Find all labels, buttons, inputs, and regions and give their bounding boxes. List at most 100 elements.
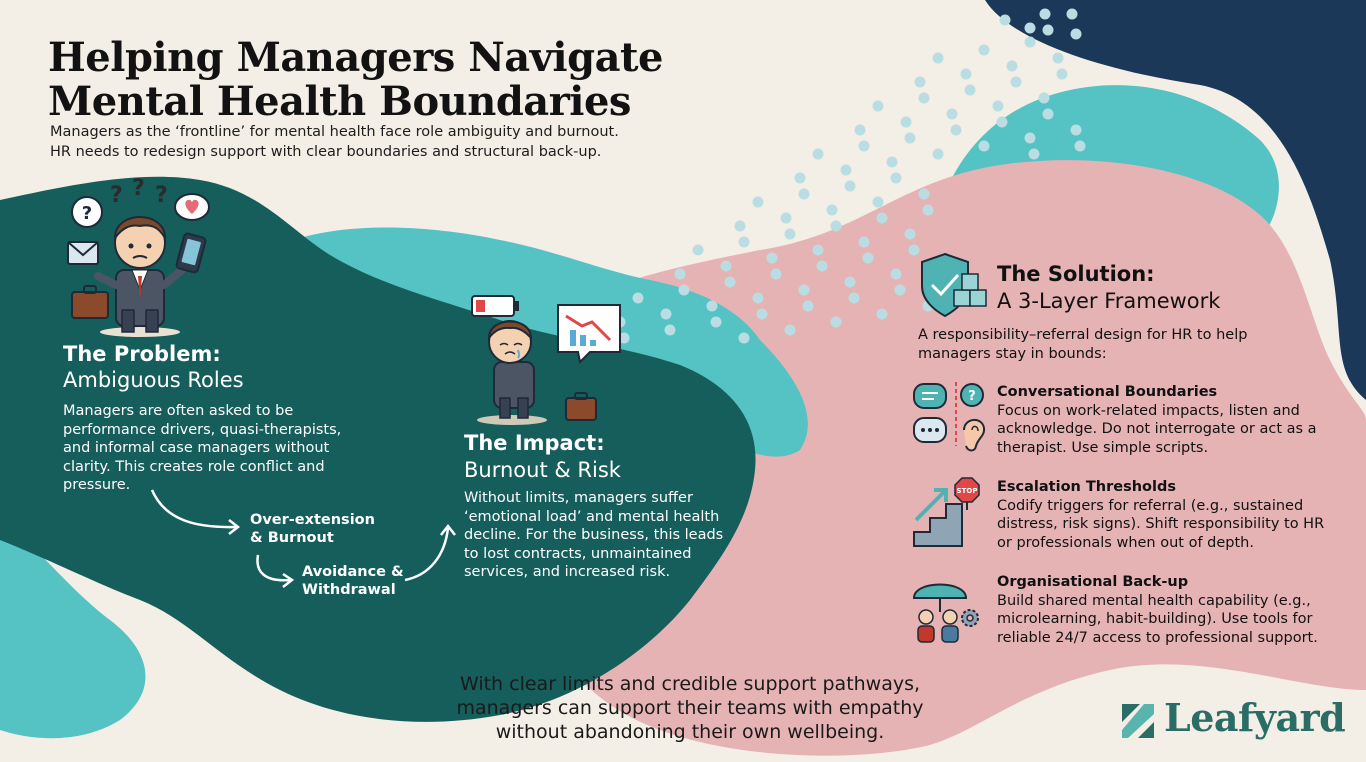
layer-title: Conversational Boundaries — [997, 384, 1218, 400]
decorative-dot — [830, 316, 842, 328]
page-subtitle-line-2: HR needs to redesign support with clear … — [50, 144, 602, 160]
decorative-dot — [932, 52, 944, 64]
decorative-dot — [1039, 8, 1051, 20]
decorative-dot — [858, 236, 870, 248]
flow-step-2-line: Avoidance & — [302, 564, 404, 580]
decorative-dot — [830, 220, 842, 232]
layer-line: microlearning, habit-building). Use tool… — [997, 611, 1313, 627]
solution-subheading: A 3-Layer Framework — [997, 289, 1221, 313]
problem-body: Managers are often asked to be performan… — [63, 402, 353, 495]
layer-line: or professionals when out of depth. — [997, 534, 1254, 551]
impact-line: ‘emotional load’ and mental health — [464, 508, 720, 525]
decorative-dot — [826, 204, 838, 216]
decorative-dot — [840, 164, 852, 176]
decorative-dot — [1010, 76, 1022, 88]
brand-logo: Leafyard — [1120, 695, 1346, 740]
decorative-dot — [674, 268, 686, 280]
solution-intro-line: A responsibility–referral design for HR … — [918, 327, 1248, 343]
question-bubble-icon: ? — [71, 196, 103, 228]
decorative-dot — [964, 84, 976, 96]
decorative-dot — [784, 228, 796, 240]
decorative-dot — [798, 188, 810, 200]
exhausted-manager-illustration — [477, 320, 597, 425]
decorative-dot — [632, 292, 644, 304]
decorative-dot — [724, 276, 736, 288]
decorative-dot — [886, 156, 898, 168]
decorative-dot — [1042, 24, 1054, 36]
declining-chart-icon — [557, 304, 621, 365]
listening-ear-icon — [963, 419, 986, 452]
decorative-dot — [812, 148, 824, 160]
page-title-line-1: Helping Managers Navigate — [48, 34, 663, 81]
decorative-dot — [710, 316, 722, 328]
svg-text:?: ? — [82, 203, 92, 224]
problem-subheading: Ambiguous Roles — [63, 368, 244, 392]
problem-heading: The Problem: — [63, 342, 221, 366]
decorative-dot — [802, 300, 814, 312]
decorative-dot — [798, 284, 810, 296]
stop-sign-icon: STOP — [954, 477, 980, 510]
leafyard-logo-icon — [1122, 704, 1154, 738]
impact-line: to lost contracts, unmaintained — [464, 545, 692, 562]
decorative-dot — [844, 276, 856, 288]
closing-line: With clear limits and credible support p… — [459, 673, 921, 695]
decorative-dot — [918, 188, 930, 200]
closing-statement: With clear limits and credible support p… — [440, 672, 940, 744]
envelope-icon — [67, 241, 99, 265]
svg-text:?: ? — [132, 176, 145, 201]
decorative-dot — [692, 244, 704, 256]
layer-line: Build shared mental health capability (e… — [997, 592, 1311, 609]
layer-conversational-boundaries: Conversational Boundaries Focus on work-… — [997, 383, 1337, 457]
decorative-dot — [770, 268, 782, 280]
decorative-dot — [1070, 124, 1082, 136]
decorative-dot — [862, 252, 874, 264]
decorative-dot — [918, 92, 930, 104]
decorative-dot — [999, 14, 1011, 26]
solution-heading: The Solution: — [997, 262, 1155, 286]
problem-line: performance drivers, quasi-therapists, — [63, 421, 342, 438]
decorative-dot — [1028, 148, 1040, 160]
decorative-dot — [894, 284, 906, 296]
flow-step-1-line: & Burnout — [250, 530, 334, 546]
layer-title: Organisational Back-up — [997, 574, 1189, 590]
chat-bubbles-icon — [913, 382, 957, 446]
navy-blob — [985, 0, 1366, 400]
problem-line: clarity. This creates role conflict and — [63, 458, 325, 475]
decorative-dot — [1038, 92, 1050, 104]
decorative-dot — [900, 116, 912, 128]
decorative-dot — [734, 220, 746, 232]
page-title: Helping Managers Navigate Mental Health … — [48, 36, 688, 124]
gear-icon — [961, 609, 979, 627]
decorative-dot — [946, 108, 958, 120]
decorative-dot — [720, 260, 732, 272]
decorative-dot — [1066, 8, 1078, 20]
flow-step-1-line: Over-extension — [250, 512, 375, 528]
decorative-dot — [1056, 68, 1068, 80]
decorative-dot — [890, 268, 902, 280]
dark-teal-blob — [0, 176, 756, 722]
decorative-dot — [848, 292, 860, 304]
decorative-dot — [872, 196, 884, 208]
decorative-dot — [752, 292, 764, 304]
impact-heading: The Impact: — [464, 431, 605, 455]
decorative-dot — [858, 140, 870, 152]
decorative-dot — [922, 204, 934, 216]
solution-intro-line: managers stay in bounds: — [918, 345, 1107, 362]
svg-text:?: ? — [968, 389, 976, 404]
question-marks: ??? — [110, 176, 168, 208]
svg-text:?: ? — [155, 183, 168, 208]
decorative-dot — [660, 308, 672, 320]
decorative-dot — [1024, 36, 1036, 48]
decorative-dot — [996, 116, 1008, 128]
decorative-dot — [872, 100, 884, 112]
decorative-dot — [890, 172, 902, 184]
decorative-dot — [1006, 60, 1018, 72]
decorative-dot — [794, 172, 806, 184]
layer-line: Codify triggers for referral (e.g., sust… — [997, 497, 1304, 514]
layer-organisational-backup: Organisational Back-up Build shared ment… — [997, 573, 1337, 647]
flow-arrow-2-head — [282, 572, 295, 588]
decorative-dot — [678, 284, 690, 296]
svg-text:?: ? — [110, 183, 123, 208]
